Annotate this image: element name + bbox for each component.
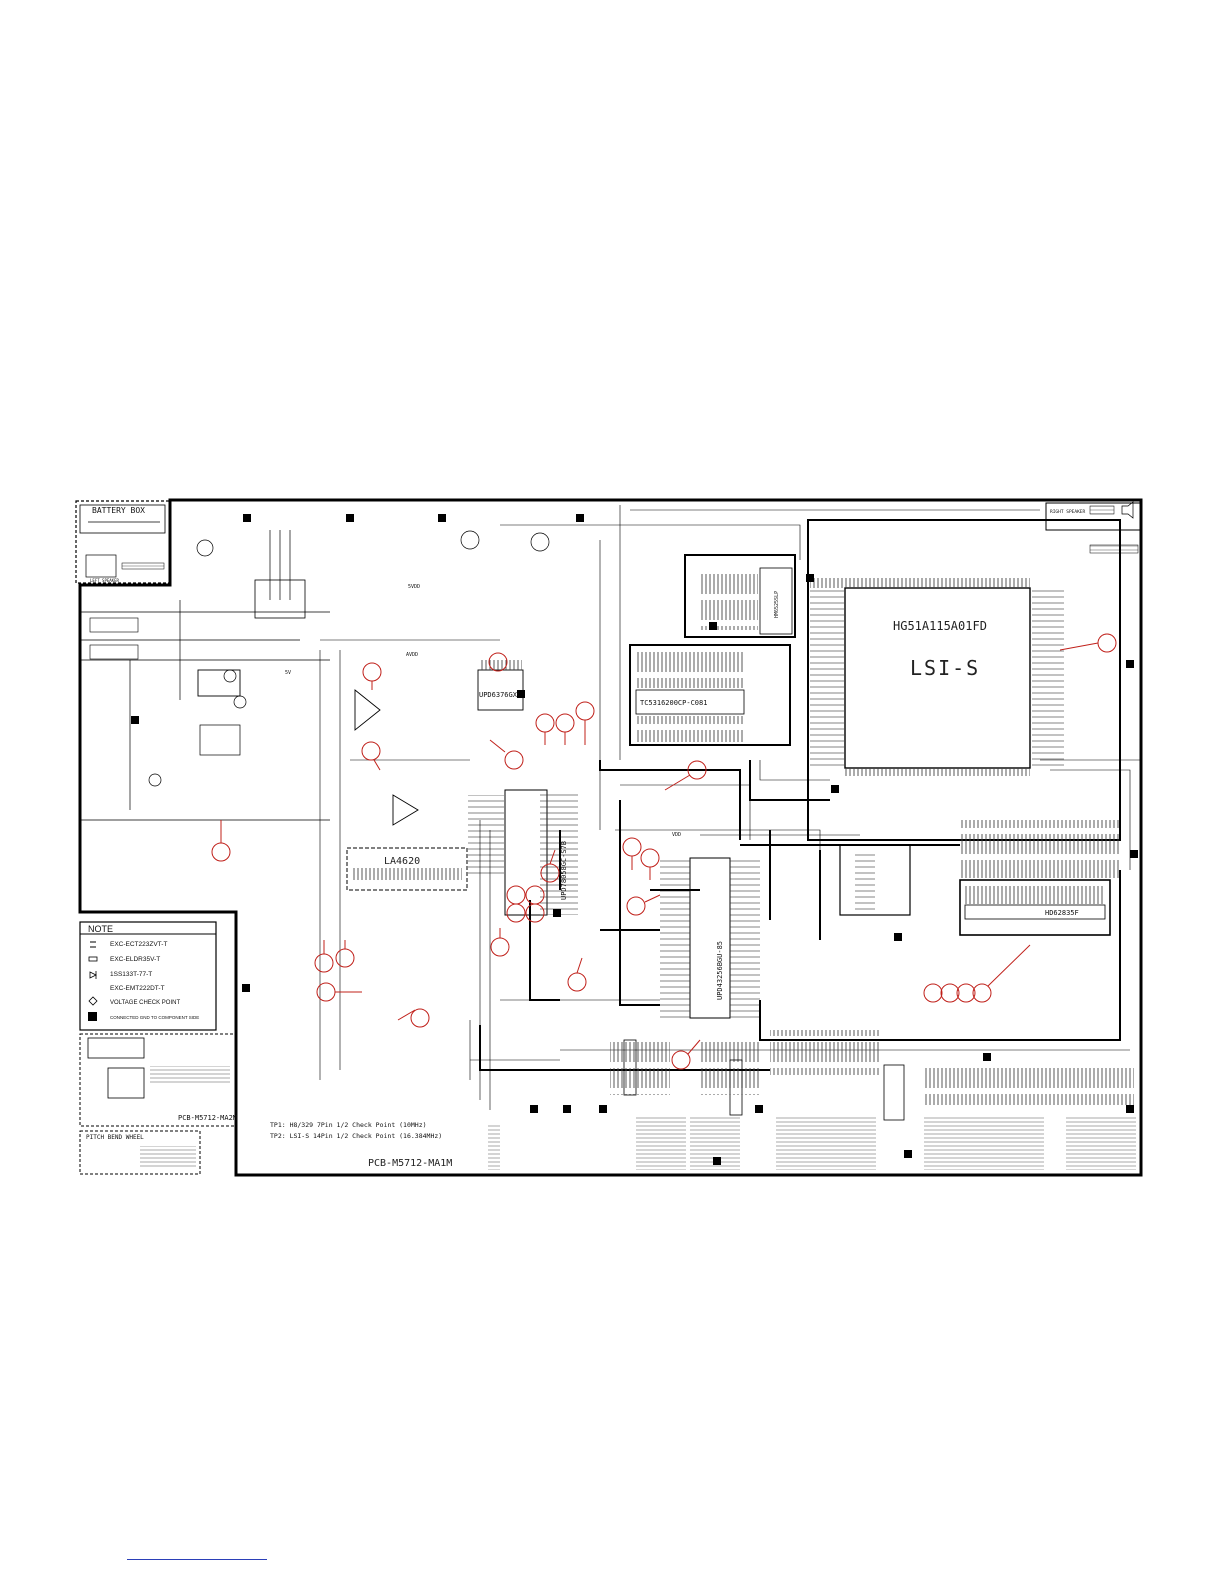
sub-pcb-label: PCB-M5712-MA2M (178, 1114, 237, 1122)
note-title: NOTE (88, 924, 113, 934)
amp-chip: LA4620 (346, 847, 468, 891)
battery-box: BATTERY BOX LEFT SPEAKER (79, 504, 166, 583)
ground-icon (983, 1053, 991, 1061)
note-item-6: CONNECTED GND TO COMPONENT SIDE (110, 1015, 199, 1020)
ground-icon (709, 622, 717, 630)
tp1-note: TP1: H8/329 7Pin 1/2 Check Point (10MHz) (270, 1121, 427, 1129)
pitch-bend-block: PITCH BEND WHEEL (79, 1130, 201, 1175)
ground-icon (563, 1105, 571, 1113)
ground-icon (131, 716, 139, 724)
ground-icon (1126, 1105, 1134, 1113)
voltage-label: 5VDD (408, 584, 420, 590)
hd-label: HD62835F (1045, 909, 1079, 917)
logic-chip (839, 844, 911, 916)
cpu-label: UPD78058GC-S7B (560, 841, 568, 900)
left-speaker-label: LEFT SPEAKER (90, 578, 119, 583)
ground-icon (713, 1157, 721, 1165)
ground-icon (1130, 850, 1138, 858)
ground-icon (755, 1105, 763, 1113)
sub-rom-chip: UPD43256BGU-85 (660, 857, 760, 1019)
note-item-5: VOLTAGE CHECK POINT (110, 1000, 180, 1006)
dsp-chip: UPD6376GX (354, 660, 524, 826)
note-item-2: EXC-ELDR35V-T (110, 956, 160, 963)
ground-icon (243, 514, 251, 522)
resistor-icon (88, 956, 98, 962)
ground-icon (517, 690, 525, 698)
voltage-label: VDD (672, 832, 681, 838)
voltage-point-icon (88, 996, 98, 1006)
footer-link-underline (127, 1559, 267, 1560)
ground-icon (438, 514, 446, 522)
rom-chip: TC5316200CP-C081 (629, 644, 791, 746)
ram-chip: HM6525SLP (684, 554, 796, 638)
note-item-4: EXC-EMT222DT-T (110, 985, 165, 992)
lsi-s-chip: HG51A115A01FD LSI-S (807, 519, 1121, 841)
thick-bus-lines (479, 760, 1121, 1071)
pitch-bend-label: PITCH BEND WHEEL (86, 1134, 144, 1141)
battery-box-title: BATTERY BOX (92, 506, 145, 515)
voltage-label: AVDD (406, 652, 418, 658)
rom-label: TC5316200CP-C081 (640, 699, 707, 707)
board-outline (75, 498, 1143, 1177)
power-section (80, 530, 550, 821)
main-pcb-label: PCB-M5712-MA1M (368, 1158, 452, 1169)
voltage-label: 5V (285, 670, 291, 676)
ground-icon (1126, 660, 1134, 668)
ground-icon (904, 1150, 912, 1158)
lsi-name: LSI-S (910, 656, 980, 680)
note-item-1: EXC-ECT223ZVT-T (110, 941, 167, 948)
bottom-connectors (488, 1030, 1136, 1170)
ground-icon (88, 1012, 97, 1021)
lsi-part-number: HG51A115A01FD (893, 619, 987, 633)
right-speaker-label: RIGHT SPEAKER (1050, 509, 1086, 515)
tp2-note: TP2: LSI-S 14Pin 1/2 Check Point (16.384… (270, 1132, 442, 1140)
ground-symbols (131, 514, 1138, 1165)
ground-icon (346, 514, 354, 522)
capacitor-icon (90, 941, 96, 948)
cpu-chip: UPD78058GC-S7B (468, 789, 578, 916)
checkpoint-notes: TP1: H8/329 7Pin 1/2 Check Point (10MHz)… (270, 1121, 452, 1169)
sub-pcb: PCB-M5712-MA2M (79, 1033, 237, 1127)
amp-label: LA4620 (384, 856, 420, 867)
voltage-labels: 5VDD AVDD 5V VDD (285, 584, 681, 838)
diode-icon (89, 971, 97, 979)
ground-icon (242, 984, 250, 992)
ground-icon (553, 909, 561, 917)
ground-icon (806, 574, 814, 582)
note-item-3: 1SS133T-77-T (110, 971, 152, 978)
ground-icon (599, 1105, 607, 1113)
sub-rom-label: UPD43256BGU-85 (716, 941, 724, 1000)
dsp-label: UPD6376GX (479, 691, 518, 699)
ground-icon (530, 1105, 538, 1113)
ram-label: HM6525SLP (774, 591, 780, 618)
hd-chip: HD62835F (959, 820, 1120, 936)
voltage-check-markers (211, 633, 1117, 1070)
ground-icon (894, 933, 902, 941)
ground-icon (831, 785, 839, 793)
right-speaker-block: RIGHT SPEAKER (1050, 501, 1139, 554)
note-box: NOTE EXC-ECT223ZVT-T EXC-ELDR35V-T 1SS13… (79, 921, 217, 1031)
ground-icon (576, 514, 584, 522)
